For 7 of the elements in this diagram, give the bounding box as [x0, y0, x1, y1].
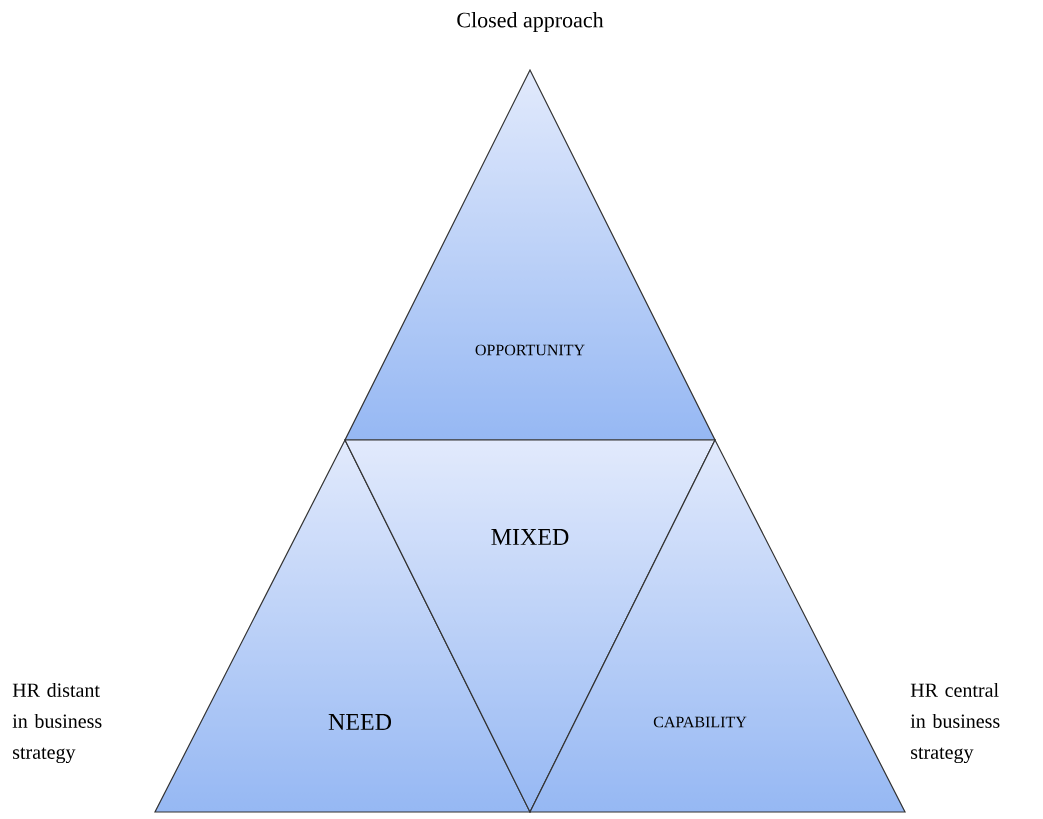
segment-label: MIXED: [491, 529, 569, 545]
axis-label: HR distant in business strategy: [12, 682, 102, 764]
segment-label: NEED: [328, 714, 392, 730]
axis-label: HR central in business strategy: [910, 682, 1000, 764]
axis-label: Closed approach: [457, 12, 604, 32]
segment-label: CAPABILITY: [653, 716, 747, 728]
segment-label: OPPORTUNITY: [475, 344, 585, 356]
